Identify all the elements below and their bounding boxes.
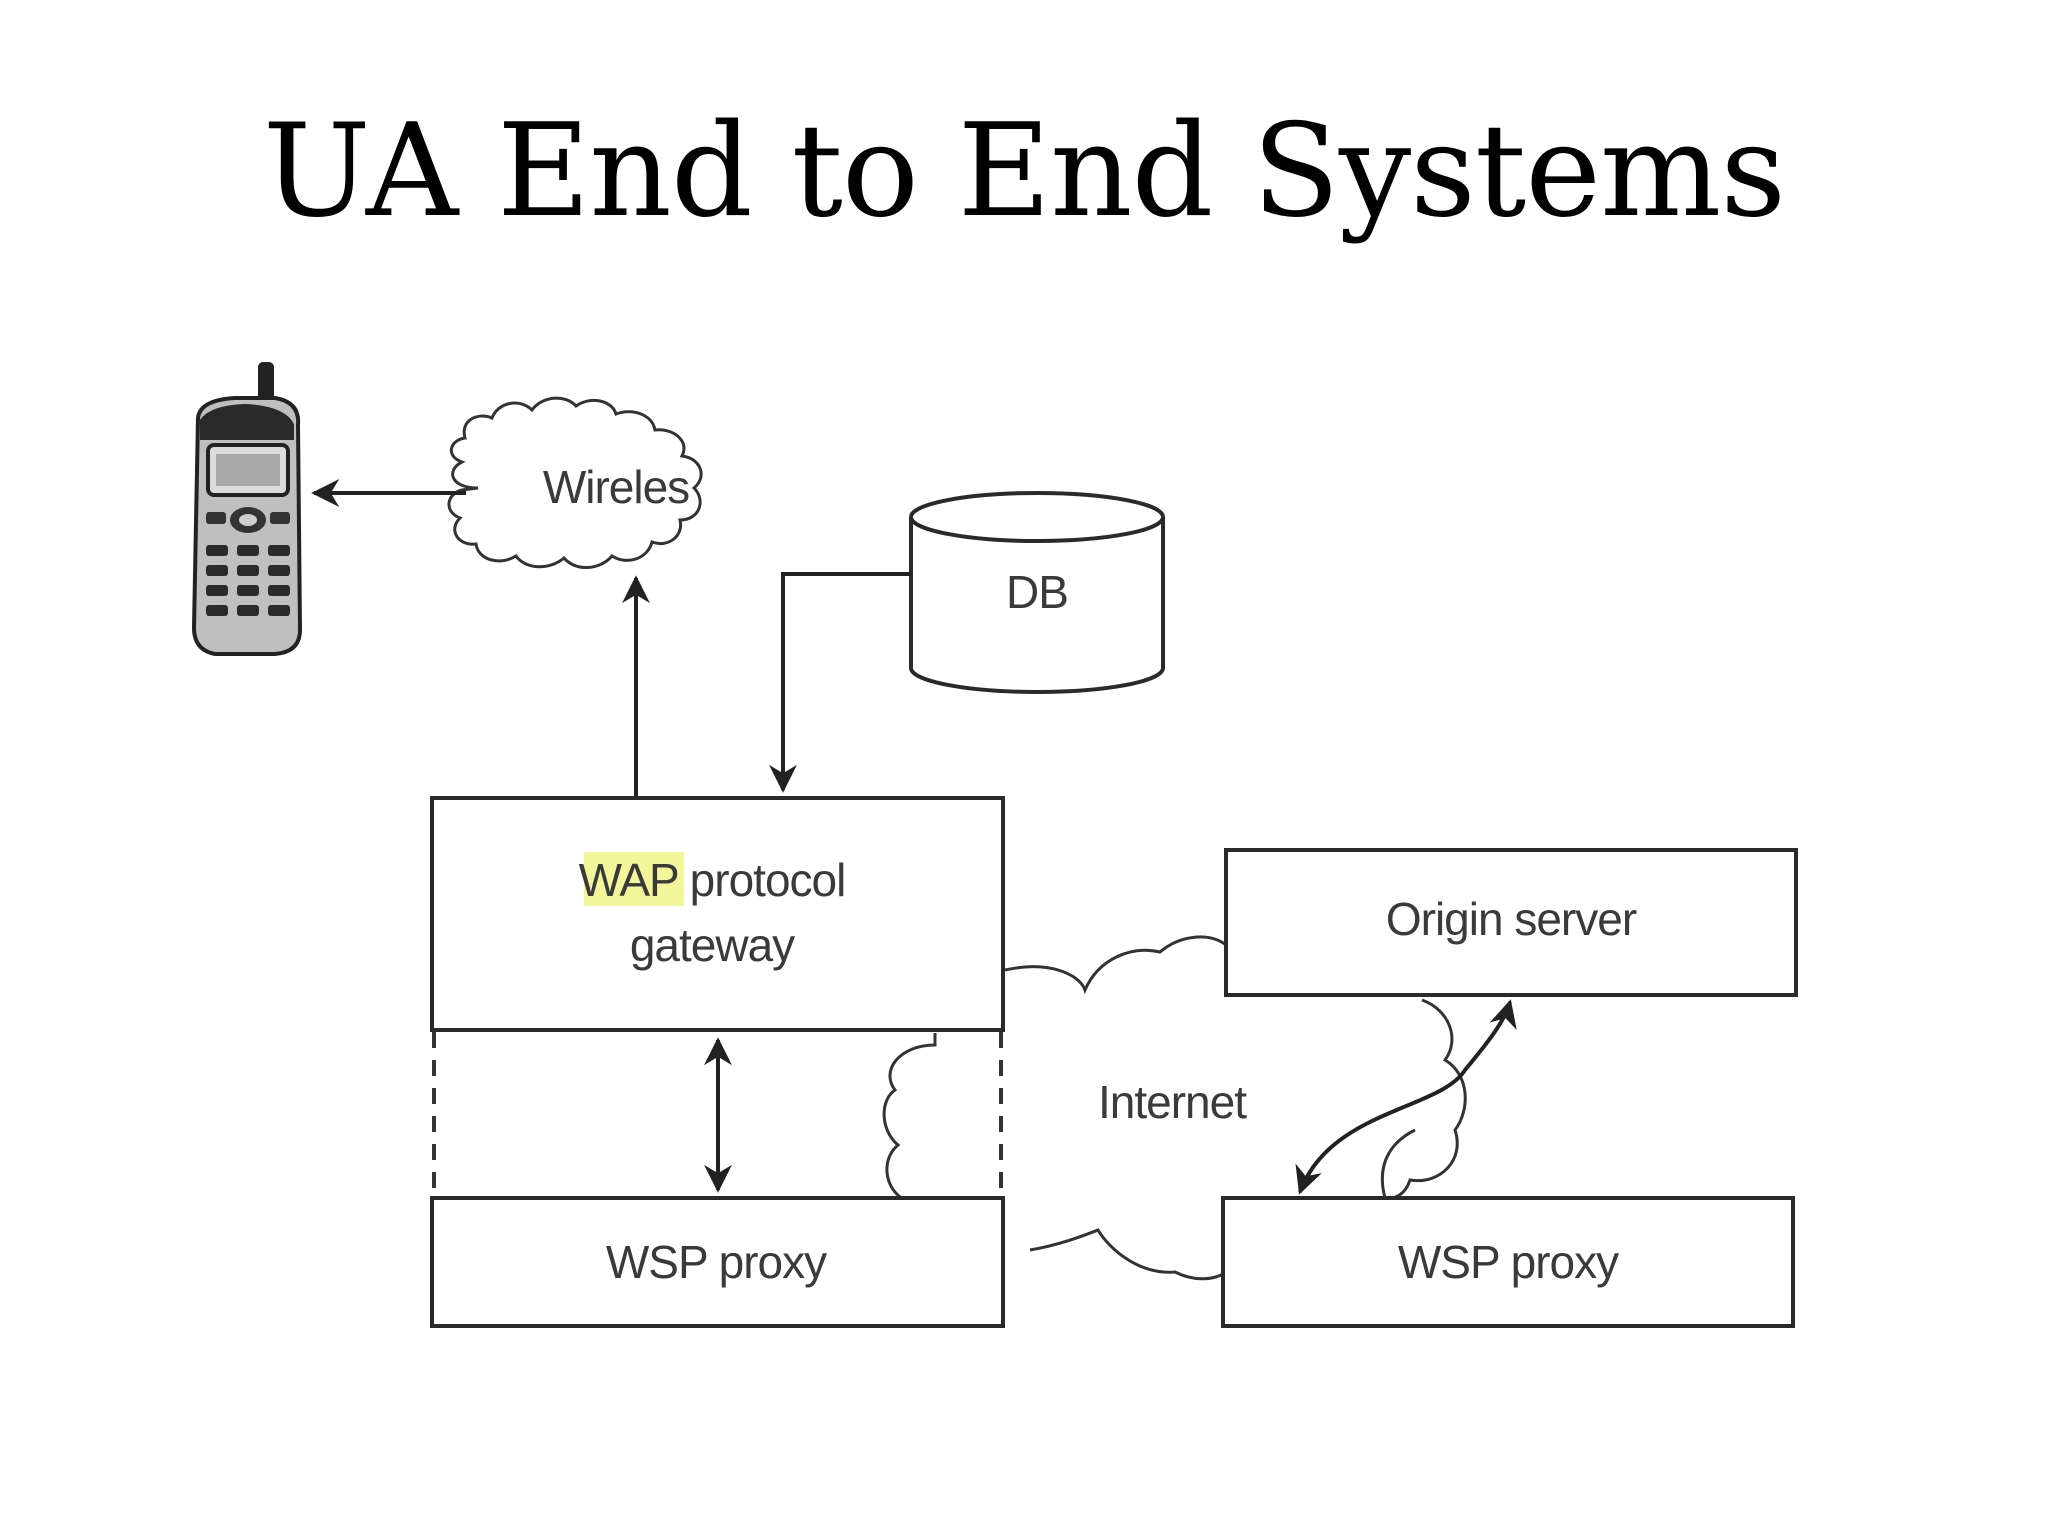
db-label: DB xyxy=(1006,566,1068,618)
wireless-cloud: Wireles xyxy=(447,396,703,569)
wap-highlight xyxy=(584,852,684,906)
wsp-proxy-left-label: WSP proxy xyxy=(606,1236,827,1288)
arrow-origin-wsp-bidirectional xyxy=(1295,999,1517,1195)
origin-server-label: Origin server xyxy=(1386,893,1637,945)
wap-gateway-label-line2: gateway xyxy=(630,919,795,971)
wireless-label: Wireles xyxy=(543,461,689,513)
origin-server-box: Origin server xyxy=(1224,848,1798,997)
wsp-proxy-right-label: WSP proxy xyxy=(1398,1236,1619,1288)
internet-label: Internet xyxy=(1098,1076,1247,1128)
slide-title: UA End to End Systems xyxy=(262,97,1786,246)
wsp-proxy-left-box: WSP proxy xyxy=(430,1196,1005,1328)
mobile-phone-icon xyxy=(191,362,303,656)
arrow-db-to-gateway xyxy=(769,572,911,793)
wsp-proxy-right-box: WSP proxy xyxy=(1221,1196,1795,1328)
wap-gateway-box: WAP protocol gateway xyxy=(430,796,1005,1032)
internet-cloud-lobe xyxy=(1380,1128,1416,1199)
db-cylinder: DB xyxy=(909,491,1165,694)
wap-gateway-label-line1: WAP protocol xyxy=(579,854,846,906)
